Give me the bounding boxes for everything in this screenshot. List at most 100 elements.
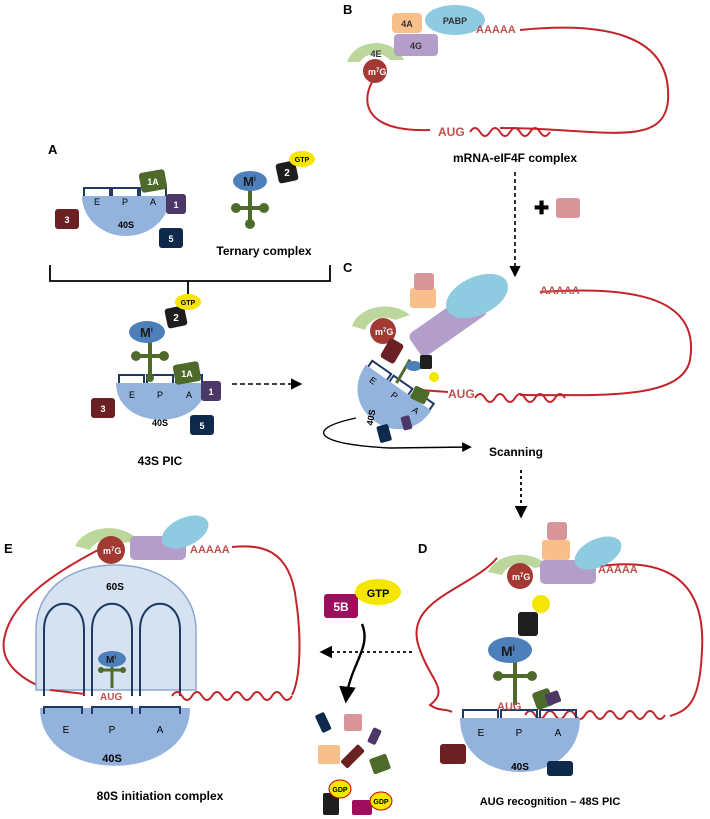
gdp1-shape xyxy=(328,779,352,799)
release-arrow xyxy=(339,623,366,704)
c-small-subunit: E P A xyxy=(357,359,436,430)
e-trna-right-loop xyxy=(120,667,126,673)
pic-subunit-label: 40S xyxy=(152,418,168,428)
pic-eif3-shape xyxy=(91,398,115,418)
d-met-shape xyxy=(488,637,532,663)
pic-met-shape xyxy=(129,321,165,343)
e-subunit-label: 40S xyxy=(102,753,122,765)
scanning-label: Scanning xyxy=(489,445,543,459)
c-eif2-shape xyxy=(420,355,432,369)
pic-site-a-label: A xyxy=(186,390,192,400)
panel-d: D m7G AAAAA E P A 40S Mi AUG AUG recogni… xyxy=(415,522,704,808)
eif4a-label: 4A xyxy=(401,19,413,29)
cap-label: m7G xyxy=(368,67,386,77)
c-cap-label: m7G xyxy=(375,327,393,337)
c-mrna-coding-wave xyxy=(474,393,566,403)
e-large-subunit-label: 60S xyxy=(106,582,124,593)
d-eif2-shape xyxy=(518,612,538,636)
released-eif1-shape xyxy=(367,727,382,745)
c-subunit-shape xyxy=(357,364,432,430)
c-eif1-shape xyxy=(400,415,413,431)
panel-e-letter: E xyxy=(4,541,13,556)
small-subunit-label: 40S xyxy=(118,220,134,230)
pic-met-label: Mi xyxy=(140,325,153,340)
released-eif1a-shape xyxy=(369,753,391,775)
pic-eif5-label: 5 xyxy=(199,421,204,431)
ternary-complex-label: Ternary complex xyxy=(216,244,311,258)
d-cap-label: m7G xyxy=(512,572,530,582)
eif5b-gtp-label: GTP xyxy=(367,588,390,600)
e-large-subunit-shape xyxy=(35,564,197,691)
e-site-e-label: E xyxy=(63,725,70,736)
pic-trna-bottom-loop xyxy=(146,374,154,382)
site-p-label: P xyxy=(122,197,128,207)
d-sites-brackets xyxy=(462,709,577,718)
e-aug-label: AUG xyxy=(100,692,122,703)
eif4g-label: 4G xyxy=(410,41,422,51)
e-label: 80S initiation complex xyxy=(97,789,224,803)
d-eif3-shape xyxy=(440,744,466,764)
c-eif4e-shape xyxy=(352,306,410,330)
trna-left-loop xyxy=(231,203,241,213)
c-aug-label: AUG xyxy=(448,387,475,401)
pic-gtp-label: GTP xyxy=(181,300,196,307)
pic-eif1-label: 1 xyxy=(208,387,213,397)
cap-shape xyxy=(363,59,387,83)
site-e-label: E xyxy=(94,197,100,207)
released-factors: 5B GTP GDP GDP xyxy=(315,579,401,815)
released-eif5-shape xyxy=(315,712,332,733)
pic-eif1-shape xyxy=(201,381,221,401)
pic-subunit-shape xyxy=(116,383,206,420)
e-cap-shape xyxy=(97,536,125,564)
pic-eif1a-label: 1A xyxy=(181,369,193,379)
eif4e-label: 4E xyxy=(370,49,381,59)
e-mrna-3prime-loop xyxy=(231,545,301,696)
pic-eif2-label: 2 xyxy=(173,313,179,324)
e-pabp-shape xyxy=(161,515,209,549)
released-eif3-shape xyxy=(341,744,365,768)
pic-eif2-shape xyxy=(164,305,188,329)
polya-tail-label: AAAAA xyxy=(476,24,516,36)
aug-label: AUG xyxy=(438,125,465,139)
eif4a-shape xyxy=(392,13,422,33)
c-site-e-label: E xyxy=(368,375,379,387)
d-met-label: Mi xyxy=(501,643,515,659)
d-eif4b-shape xyxy=(547,522,567,540)
d-aug-label: AUG xyxy=(497,701,521,713)
c-eif1a-shape xyxy=(410,385,430,405)
met-shape xyxy=(233,171,267,191)
e-subunit-shape xyxy=(40,708,190,766)
c-polya-label: AAAAA xyxy=(540,285,580,297)
pic-label: 43S PIC xyxy=(138,454,183,468)
c-subunit-label: 40S xyxy=(365,409,378,427)
released-eif4a-shape xyxy=(318,745,340,764)
mrna-coding-wave xyxy=(469,127,551,137)
e-site-a-label: A xyxy=(157,725,164,736)
released-eif2-shape xyxy=(323,793,339,815)
pic-eif5-shape xyxy=(190,415,214,435)
c-eif4b-shape xyxy=(414,273,434,290)
d-pabp-shape xyxy=(574,536,622,570)
met-label: Mi xyxy=(243,174,256,189)
c-gtp-shape xyxy=(429,372,439,382)
mrna-eif4f-label: mRNA-eIF4F complex xyxy=(453,151,577,165)
eif5b-label: 5B xyxy=(333,600,349,614)
scanning-arrow xyxy=(322,417,472,452)
mrna-3prime-loop xyxy=(499,26,670,134)
c-eif4a-shape xyxy=(410,288,436,308)
c-eif5-shape xyxy=(376,424,392,443)
d-trna-right-loop xyxy=(527,671,537,681)
panel-b-letter: B xyxy=(343,2,352,17)
plus-sign: ✚ xyxy=(534,198,549,218)
eif5-label: 5 xyxy=(168,234,173,244)
e-mrna-segment xyxy=(49,689,86,695)
eif5b-shape xyxy=(324,594,358,618)
e-met-shape xyxy=(98,651,126,667)
d-eif5-shape xyxy=(547,761,573,776)
e-met-label: Mi xyxy=(106,655,116,666)
eif1a-label: 1A xyxy=(147,177,159,187)
mrna-5prime-strand xyxy=(366,81,431,132)
pic-eif3-label: 3 xyxy=(100,404,105,414)
c-eif3-shape xyxy=(380,338,404,364)
eif3-label: 3 xyxy=(64,215,69,225)
